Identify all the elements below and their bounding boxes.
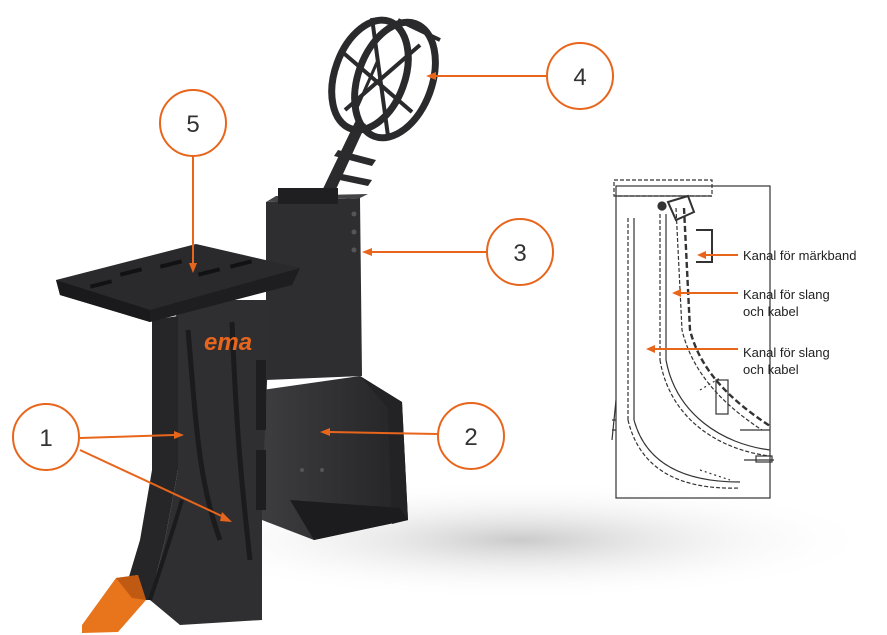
- cable-reel: [328, 16, 441, 142]
- callout-5-number: 5: [186, 111, 199, 138]
- caption-marking-tape-channel: Kanal för märkband: [743, 248, 857, 263]
- plow-machine-illustration: ema: [56, 16, 441, 633]
- channel-schematic: [611, 179, 774, 499]
- callout-2-number: 2: [464, 424, 477, 451]
- callout-2: 2: [320, 402, 505, 470]
- plough-blade: ema: [122, 300, 270, 625]
- callout-1-number: 1: [39, 425, 52, 452]
- callout-3-number: 3: [513, 240, 526, 267]
- schematic-arrow-1: [697, 251, 738, 259]
- reel-arm: [320, 120, 376, 198]
- caption-hose-cable-channel-2: Kanal för slang och kabel: [743, 345, 830, 377]
- callout-1: 1: [12, 403, 232, 522]
- callout-4: 4: [426, 42, 614, 110]
- callout-3: 3: [362, 218, 554, 286]
- callout-4-number: 4: [573, 64, 586, 91]
- schematic-arrow-2: [672, 289, 738, 297]
- schematic-arrow-3: [646, 345, 738, 353]
- rear-housing: [262, 188, 408, 540]
- ema-logo: ema: [204, 329, 252, 356]
- top-platform: [56, 244, 300, 322]
- callout-5: 5: [159, 89, 227, 273]
- caption-hose-cable-channel-1: Kanal för slang och kabel: [743, 287, 830, 319]
